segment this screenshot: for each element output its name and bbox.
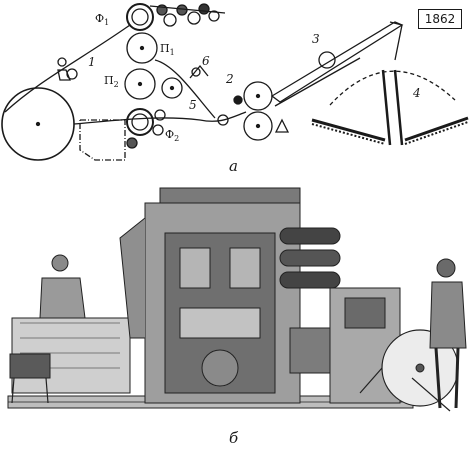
label-1: 1 — [88, 55, 96, 69]
label-4: 4 — [412, 86, 421, 100]
cylinder-2b — [243, 111, 273, 141]
printing-press-illustration — [7, 187, 467, 412]
cylinder-f1 — [126, 3, 154, 31]
label-6: 6 — [202, 54, 210, 68]
label-p2: П2 — [104, 74, 119, 89]
delivery-table-right — [404, 116, 469, 142]
cylinder-f2 — [126, 108, 154, 136]
delivery-arm — [270, 21, 404, 103]
label-p1: П1 — [160, 42, 175, 57]
delivery-table-left — [311, 118, 386, 142]
cylinder-p1 — [126, 32, 158, 64]
label-f2: Ф2 — [165, 128, 179, 143]
label-5: 5 — [189, 98, 197, 112]
cylinder-p2 — [124, 68, 156, 100]
caption-diagram: а — [229, 157, 238, 175]
press-schematic-diagram: Ф1 П1 П2 Ф2 1 2 3 4 5 6 — [1, 3, 469, 161]
paper-web — [4, 24, 131, 113]
year-box: 1862 — [418, 9, 462, 29]
label-2: 2 — [225, 72, 234, 86]
label-f1: Ф1 — [95, 12, 109, 27]
caption-photo: б — [229, 429, 239, 447]
label-3: 3 — [312, 32, 320, 46]
